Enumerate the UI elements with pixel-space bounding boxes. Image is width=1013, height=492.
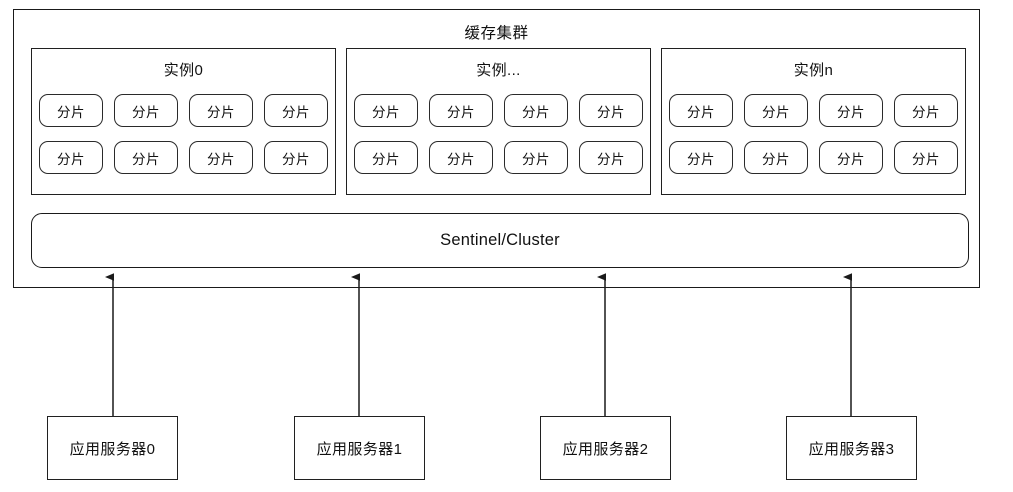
shard-row: 分片 分片 分片 分片	[354, 94, 643, 127]
cache-cluster-title: 缓存集群	[464, 25, 529, 42]
shard-chip: 分片	[579, 94, 643, 127]
shard-chip: 分片	[744, 94, 808, 127]
shard-grid-0: 分片 分片 分片 分片 分片 分片 分片 分片	[39, 94, 328, 174]
shard-chip: 分片	[579, 141, 643, 174]
shard-chip: 分片	[264, 94, 328, 127]
shard-row: 分片 分片 分片 分片	[39, 94, 328, 127]
shard-chip: 分片	[189, 141, 253, 174]
shard-chip: 分片	[39, 94, 103, 127]
shard-chip: 分片	[819, 141, 883, 174]
app-server-box-0: 应用服务器0	[47, 416, 178, 480]
shard-chip: 分片	[354, 141, 418, 174]
app-server-box-1: 应用服务器1	[294, 416, 425, 480]
shard-chip: 分片	[114, 141, 178, 174]
shard-chip: 分片	[114, 94, 178, 127]
instance-box-1: 实例... 分片 分片 分片 分片 分片 分片 分片 分片	[346, 48, 651, 195]
app-server-box-3: 应用服务器3	[786, 416, 917, 480]
shard-grid-1: 分片 分片 分片 分片 分片 分片 分片 分片	[354, 94, 643, 174]
shard-row: 分片 分片 分片 分片	[39, 141, 328, 174]
instance-box-2: 实例n 分片 分片 分片 分片 分片 分片 分片 分片	[661, 48, 966, 195]
shard-chip: 分片	[894, 94, 958, 127]
shard-chip: 分片	[669, 141, 733, 174]
shard-chip: 分片	[504, 94, 568, 127]
shard-grid-2: 分片 分片 分片 分片 分片 分片 分片 分片	[669, 94, 958, 174]
instances-row: 实例0 分片 分片 分片 分片 分片 分片 分片 分片	[31, 48, 966, 195]
sentinel-cluster-box: Sentinel/Cluster	[31, 213, 969, 268]
shard-chip: 分片	[429, 141, 493, 174]
shard-chip: 分片	[744, 141, 808, 174]
instance-title-1: 实例...	[476, 62, 521, 79]
shard-chip: 分片	[504, 141, 568, 174]
shard-row: 分片 分片 分片 分片	[354, 141, 643, 174]
shard-chip: 分片	[39, 141, 103, 174]
shard-chip: 分片	[189, 94, 253, 127]
shard-row: 分片 分片 分片 分片	[669, 141, 958, 174]
instance-box-0: 实例0 分片 分片 分片 分片 分片 分片 分片 分片	[31, 48, 336, 195]
app-server-box-2: 应用服务器2	[540, 416, 671, 480]
shard-row: 分片 分片 分片 分片	[669, 94, 958, 127]
shard-chip: 分片	[354, 94, 418, 127]
shard-chip: 分片	[819, 94, 883, 127]
instance-title-2: 实例n	[793, 62, 834, 79]
shard-chip: 分片	[429, 94, 493, 127]
shard-chip: 分片	[264, 141, 328, 174]
shard-chip: 分片	[894, 141, 958, 174]
shard-chip: 分片	[669, 94, 733, 127]
instance-title-0: 实例0	[163, 62, 204, 79]
